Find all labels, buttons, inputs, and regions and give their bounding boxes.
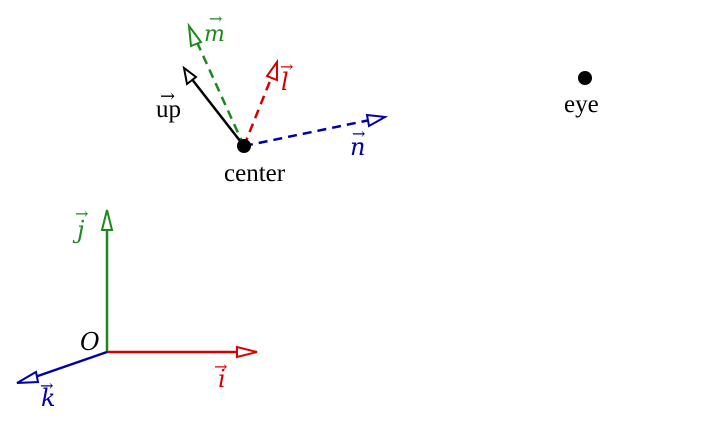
- n-arrow-glyph: →: [352, 124, 365, 143]
- up-vector: [182, 65, 245, 147]
- i-label: i: [218, 365, 226, 393]
- up-label: up: [156, 96, 181, 123]
- m-label: m: [204, 22, 225, 47]
- up-arrow-label: →: [160, 86, 175, 107]
- j-axis: [100, 209, 114, 352]
- k-label: k: [41, 384, 56, 412]
- i-arrow-label: →: [214, 357, 227, 376]
- n-vector: [243, 113, 389, 148]
- n-letter: n: [350, 133, 365, 161]
- j-label: j: [72, 216, 85, 244]
- m-vector: [187, 22, 246, 147]
- j-arrow-label: →: [75, 204, 88, 223]
- center-label: center: [224, 160, 286, 187]
- center-point: [237, 139, 251, 153]
- l-vector: [242, 58, 278, 147]
- k-arrow-label: →: [40, 376, 53, 395]
- i-axis: [107, 345, 258, 359]
- m-arrow-label: →: [209, 9, 222, 28]
- n-arrow-label: →n: [350, 124, 365, 161]
- k-axis: [16, 350, 108, 384]
- eye-point: [578, 71, 592, 85]
- eye-label: eye: [564, 91, 599, 118]
- l-arrow-label: →: [280, 57, 293, 76]
- origin-label: O: [80, 328, 100, 356]
- l-label: l: [281, 68, 289, 96]
